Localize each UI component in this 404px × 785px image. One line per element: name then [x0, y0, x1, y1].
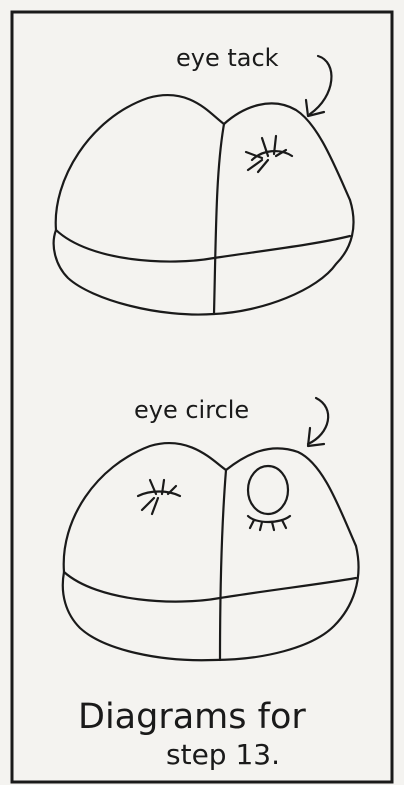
left-eye-tack-stitch [138, 480, 180, 514]
bottom-figure: eye circle [63, 396, 359, 660]
eye-circle [248, 466, 290, 530]
caption-line-2: step 13. [166, 738, 280, 771]
eye-circle-arrow [308, 398, 328, 444]
eye-tack-arrow [310, 56, 331, 114]
bottom-body-band [64, 572, 356, 602]
top-body-band [56, 230, 350, 262]
eye-circle-label: eye circle [134, 396, 249, 424]
eye-tack-stitch [246, 136, 292, 172]
top-body-outline [54, 95, 354, 314]
caption-line-1: Diagrams for [78, 697, 306, 737]
caption: Diagrams for step 13. [78, 697, 306, 771]
top-body-seam [214, 124, 224, 314]
bottom-body-seam [220, 470, 226, 660]
top-figure: eye tack [54, 44, 354, 315]
eye-tack-label: eye tack [176, 44, 279, 72]
bottom-body-outline [63, 443, 359, 660]
